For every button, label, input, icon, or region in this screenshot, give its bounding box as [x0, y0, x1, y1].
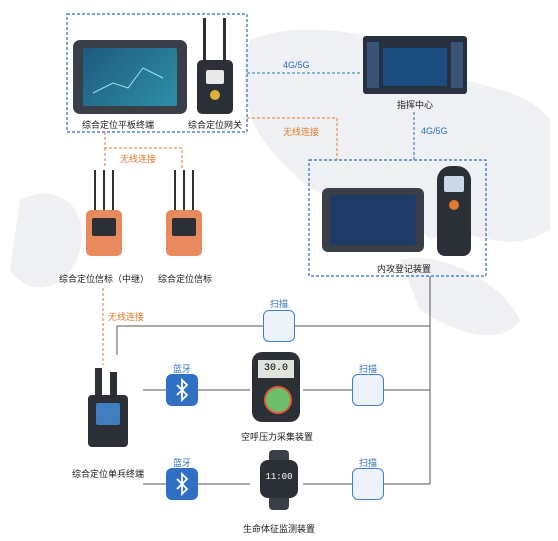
vital-signs-device: 11:00: [260, 460, 298, 498]
wireless-link-beacons: [104, 132, 183, 168]
vital-signs-label: 生命体征监测装置: [242, 524, 316, 534]
beacon-device: [166, 210, 202, 256]
beacon-relay-label: 综合定位信标（中继）: [58, 274, 150, 284]
registration-label: 内攻登记装置: [376, 264, 432, 274]
scan-icon: [263, 310, 295, 342]
bluetooth-icon: [166, 468, 198, 500]
net-label-right: 4G/5G: [421, 126, 448, 136]
bluetooth-icon: [166, 374, 198, 406]
wireless-label-mid: 无线连接: [120, 154, 157, 164]
soldier-terminal-device: [88, 395, 128, 447]
registration-scanner: [437, 166, 471, 256]
beacon-label: 综合定位信标: [157, 274, 213, 284]
scan-icon: [352, 468, 384, 500]
wireless-label-top: 无线连接: [283, 127, 320, 137]
top-left-group-box: [66, 13, 248, 133]
command-center-image: [363, 36, 467, 94]
bt-label-mid: 蓝牙: [172, 364, 192, 374]
soldier-terminal-label: 综合定位单兵终端: [71, 469, 145, 479]
tablet-terminal-device: [73, 40, 187, 114]
net-label-top: 4G/5G: [283, 60, 310, 70]
scan-label-low: 扫描: [358, 458, 378, 468]
air-pressure-device: 30.0: [252, 352, 300, 422]
gateway-device: [197, 60, 233, 114]
air-pressure-readout: 30.0: [258, 360, 294, 378]
beacon-relay-device: [86, 210, 122, 256]
registration-tablet: [322, 188, 424, 252]
air-pressure-label: 空呼压力采集装置: [240, 432, 314, 442]
registration-group-box: [308, 159, 487, 277]
bt-label-low: 蓝牙: [172, 458, 192, 468]
vital-time-display: 11:00: [265, 472, 293, 482]
gateway-label: 综合定位网关: [187, 120, 243, 130]
wireless-link-top: [247, 117, 338, 160]
command-center-label: 指挥中心: [396, 100, 434, 110]
scan-label-top: 扫描: [269, 299, 289, 309]
scan-label-mid: 扫描: [358, 364, 378, 374]
tablet-terminal-label: 综合定位平板终端: [81, 120, 155, 130]
wireless-label-low: 无线连接: [108, 312, 145, 322]
scan-icon: [352, 374, 384, 406]
